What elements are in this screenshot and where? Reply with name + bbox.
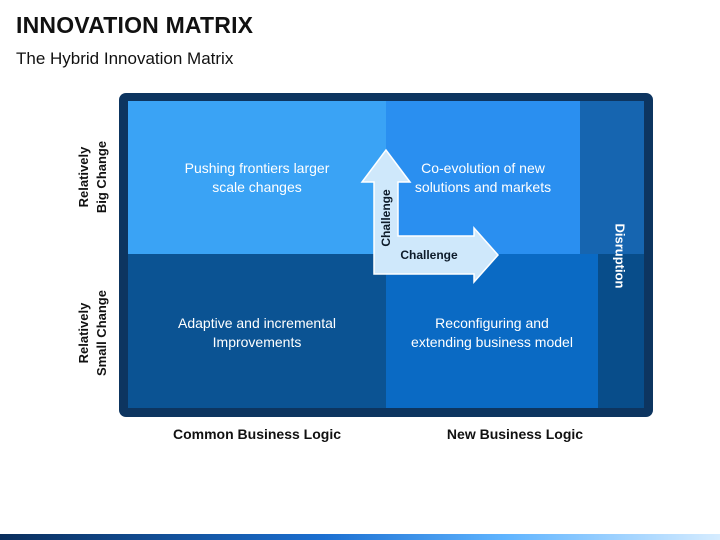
challenge-arrow-shape [360, 148, 500, 284]
quadrant-bottom-right: Reconfiguring and extending business mod… [386, 254, 598, 408]
quadrant-text-line: Adaptive and incremental [178, 315, 336, 331]
quadrant-text-line: Reconfiguring and [435, 315, 549, 331]
quadrant-text-line: Improvements [212, 334, 302, 350]
quadrant-text-line: scale changes [212, 179, 302, 195]
quadrant-text-line: Co-evolution of new [421, 160, 545, 176]
page-title: INNOVATION MATRIX [16, 12, 254, 38]
challenge-arrow-vertical-label: Challenge [379, 189, 393, 247]
x-axis-label-new-logic: New Business Logic [446, 426, 584, 442]
quadrant-top-right: Co-evolution of new solutions and market… [386, 101, 580, 254]
quadrant-text: Adaptive and incremental Improvements [128, 314, 386, 352]
quadrant-text-line: Pushing frontiers larger [184, 160, 330, 176]
challenge-arrow-horizontal-label: Challenge [400, 248, 458, 262]
quadrant-text-line: solutions and markets [414, 179, 552, 195]
quadrant-top-left: Pushing frontiers larger scale changes [128, 101, 386, 254]
bottom-accent-bar [0, 534, 720, 540]
disruption-strip-bottom [598, 254, 644, 408]
quadrant-text: Co-evolution of new solutions and market… [386, 159, 580, 197]
quadrant-text: Reconfiguring and extending business mod… [386, 314, 598, 352]
quadrant-bottom-left: Adaptive and incremental Improvements [128, 254, 386, 408]
disruption-strip-top [580, 101, 644, 254]
quadrant-text: Pushing frontiers larger scale changes [128, 159, 386, 197]
quadrant-text-line: extending business model [411, 334, 573, 350]
page-subtitle: The Hybrid Innovation Matrix [16, 49, 234, 68]
x-axis-label-common-logic: Common Business Logic [172, 426, 342, 442]
